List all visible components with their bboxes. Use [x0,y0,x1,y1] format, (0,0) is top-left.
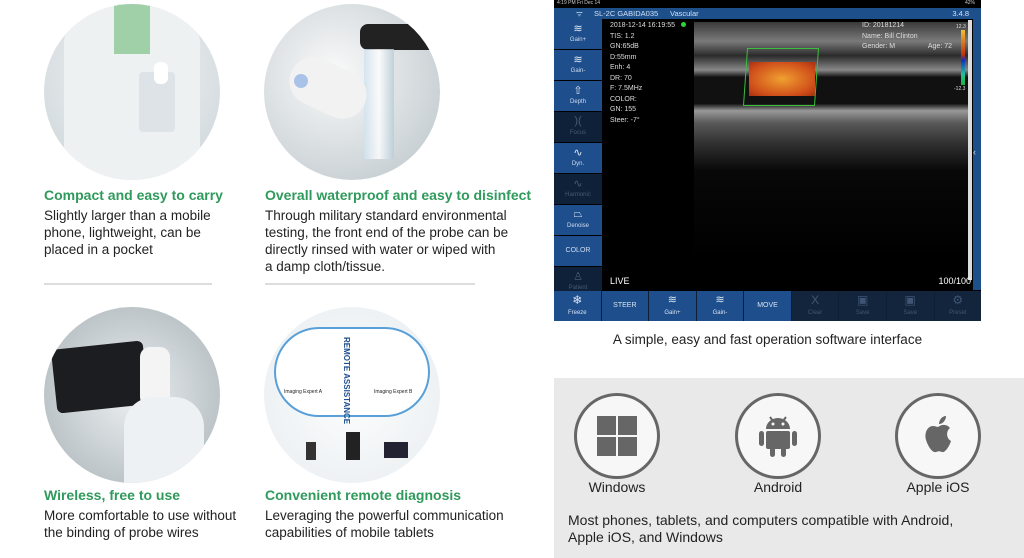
gear-icon: ⚙ [952,293,964,307]
title-bar: ᯤ SL-2C GABIDA035 Vascular 3.4.8 [554,8,981,19]
focus-icon: )( [574,115,582,127]
windows-label: Windows [588,479,646,495]
exam-mode: Vascular [670,9,699,18]
freeze-button[interactable]: ❄Freeze [554,291,601,321]
ios-label: Apple iOS [906,479,970,495]
gain-icon: ≋ [573,54,583,66]
doctor-pocket-photo [44,4,220,180]
save-icon: ▣ [904,293,916,307]
color-roi-box[interactable] [742,48,820,106]
expert-a-label: Imaging Expert A [284,389,323,395]
android-label: Android [753,479,803,495]
scale-min: -12.3 [954,86,966,92]
divider [265,283,475,285]
compatibility-text: Most phones, tablets, and computers comp… [568,512,954,545]
save-video-button[interactable]: ▣Save [886,291,934,321]
sector-icon: ⏢ [573,208,583,220]
denoise-button[interactable]: ⏢Denoise [554,205,602,235]
frame-counter: 100/100 [938,276,971,286]
gain-plus-bottom-button[interactable]: ≋Gain+ [649,291,696,321]
wireless-tablet-photo [44,307,220,483]
remote-assistance-illustration: REMOTE ASSISTANCE Imaging Expert A Imagi… [264,307,440,483]
gain-icon: ≋ [715,294,725,306]
ultrasound-app-screenshot: 4:19 PM Fri Dec 14 42% ᯤ SL-2C GABIDA035… [554,0,982,321]
gain-minus-button[interactable]: ≋Gain- [554,50,602,80]
version: 3.4.8 [952,9,969,18]
harmonic-button[interactable]: ∿Harmonic [554,174,602,204]
panel-expand-chevron[interactable]: ‹ [973,19,981,290]
scale-max: 12.3 [956,24,966,30]
feature-title: Wireless, free to use [44,487,181,503]
patient-icon: ♙ [573,271,583,283]
color-flow [749,62,815,96]
remote-assistance-label: REMOTE ASSISTANCE [342,337,351,425]
gain-plus-button[interactable]: ≋Gain+ [554,19,602,49]
live-indicator-dot [681,22,686,27]
probe-name: SL-2C GABIDA035 [594,9,659,18]
status-bar: 4:19 PM Fri Dec 14 42% [554,0,981,8]
gain-icon: ≋ [573,23,583,35]
battery-indicator: 42% [964,0,975,6]
feature-title: Compact and easy to carry [44,187,223,203]
side-toolbar: ≋Gain+ ≋Gain- ⇧Depth )(Focus ∿Dyn. ∿Harm… [554,19,602,298]
windows-icon [574,393,660,479]
wave-icon: ∿ [573,147,583,159]
software-caption: A simple, easy and fast operation softwa… [612,332,923,347]
divider [44,283,212,285]
gain-minus-bottom-button[interactable]: ≋Gain- [696,291,744,321]
expert-b-label: Imaging Expert B [374,389,413,395]
color-button[interactable]: COLOR [554,236,602,266]
apple-icon [895,393,981,479]
ultrasound-image[interactable] [694,22,972,262]
gain-icon: ≋ [667,294,678,306]
probe-water-photo [264,4,440,180]
live-label: LIVE [610,276,630,286]
preset-button[interactable]: ⚙Preset [934,291,982,321]
android-icon [735,393,821,479]
steer-button[interactable]: STEER [601,291,649,321]
depth-button[interactable]: ⇧Depth [554,81,602,111]
close-icon: X [811,293,820,307]
wifi-probe-icon: ᯤ [576,9,583,18]
snowflake-icon: ❄ [572,293,583,307]
move-button[interactable]: MOVE [744,291,791,321]
scrollbar[interactable] [968,20,972,280]
depth-icon: ⇧ [573,85,583,97]
os-compatibility-panel: Windows Android Apple iOS Most phones, t… [554,378,1024,558]
feature-title: Overall waterproof and easy to disinfect [265,187,532,203]
feature-title: Convenient remote diagnosis [265,487,462,503]
dyn-button[interactable]: ∿Dyn. [554,143,602,173]
save-image-button[interactable]: ▣Save [839,291,886,321]
save-icon: ▣ [856,293,869,307]
focus-button[interactable]: )(Focus [554,112,602,142]
wave-icon: ∿ [573,178,583,190]
color-scale-bar [961,30,965,85]
